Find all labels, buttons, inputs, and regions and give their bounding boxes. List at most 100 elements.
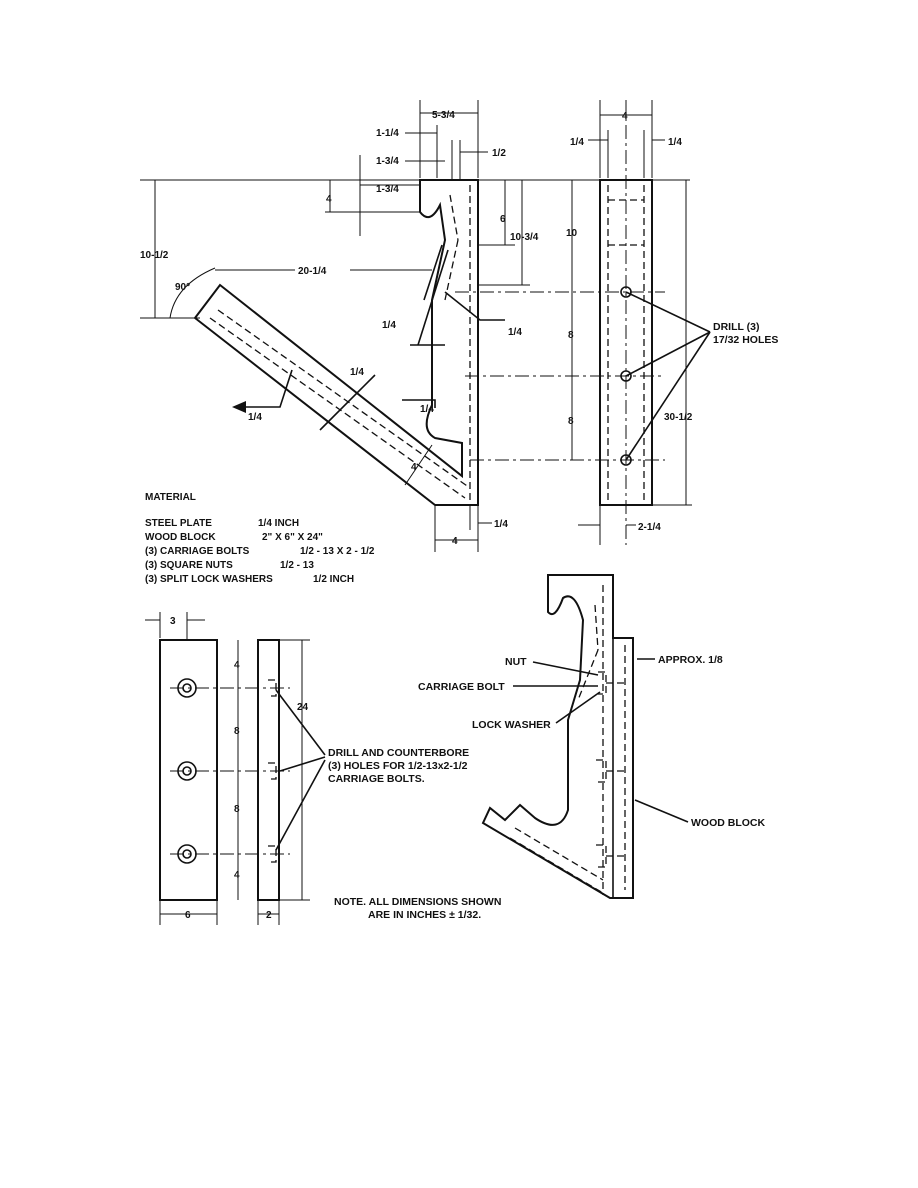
hidden-line	[509, 837, 604, 894]
wood-block-views: 3 4 8 8 4 24 6 2 DRILL AND COUNTERBORE (…	[145, 612, 469, 925]
drill-leader	[625, 291, 711, 333]
weld-arrowhead	[232, 401, 246, 413]
block-dim-top: 3	[170, 616, 176, 627]
dim-b: 1/2	[492, 148, 506, 159]
block-dim-width: 6	[185, 910, 191, 921]
material-list: MATERIAL STEEL PLATE 1/4 INCH WOOD BLOCK…	[145, 492, 375, 585]
material-spec: 1/2 - 13	[280, 560, 314, 571]
bracket-elevation-view: 5-3/4 1-1/4 1/2 1-3/4 1-3/4 4 6 10-3/4 1…	[140, 100, 690, 552]
weld-symbol	[444, 291, 505, 321]
callout-leader	[279, 756, 326, 772]
block-callout-line3: CARRIAGE BOLTS.	[328, 773, 425, 785]
wood-block-leader	[634, 799, 689, 823]
assembly-wood-block-label: WOOD BLOCK	[691, 817, 765, 829]
lock-washer-leader	[555, 691, 601, 724]
callout-leader	[275, 759, 326, 851]
side-dim-left-off: 1/4	[570, 137, 584, 148]
hidden-line	[217, 309, 471, 489]
hidden-line	[444, 239, 459, 301]
dim-overall-width: 5-3/4	[432, 110, 455, 121]
drill-callout-line1: DRILL (3)	[713, 321, 759, 333]
hidden-line	[594, 604, 599, 651]
material-item: (3) SPLIT LOCK WASHERS	[145, 574, 273, 585]
weld-arrow	[237, 369, 293, 408]
nut-leader	[532, 661, 599, 676]
hidden-bolt	[596, 759, 607, 783]
assembly-lock-washer-label: LOCK WASHER	[472, 719, 551, 731]
dim-bottom-thk: 1/4	[494, 519, 508, 530]
dim-c: 1-3/4	[376, 156, 399, 167]
dim-bottom-w: 4	[452, 536, 458, 547]
weld-line	[417, 249, 449, 346]
hidden-bolt	[598, 671, 607, 695]
dim-a: 1-1/4	[376, 128, 399, 139]
assembly-nut-label: NUT	[505, 656, 527, 668]
assembly-view: APPROX. 1/8 NUT CARRIAGE BOLT LOCK WASHE…	[418, 574, 765, 899]
dim-d: 1-3/4	[376, 184, 399, 195]
side-dim-d8b: 8	[568, 416, 574, 427]
drill-callout-line2: 17/32 HOLES	[713, 334, 778, 346]
side-dim-d10: 10	[566, 228, 578, 239]
hidden-line	[514, 827, 604, 881]
hidden-counterbore	[268, 845, 277, 863]
block-callout-line1: DRILL AND COUNTERBORE	[328, 747, 469, 759]
weld-symbol	[402, 399, 436, 408]
material-item: STEEL PLATE	[145, 518, 212, 529]
assembly-carriage-bolt-label: CARRIAGE BOLT	[418, 681, 505, 693]
hidden-line	[449, 194, 459, 241]
weld-leader	[319, 374, 376, 431]
drill-hole	[620, 454, 632, 466]
dim-arm: 20-1/4	[298, 266, 327, 277]
weld-mid: 1/4	[420, 404, 434, 415]
note-line1: NOTE. ALL DIMENSIONS SHOWN	[334, 896, 501, 908]
drill-leader	[625, 331, 711, 377]
block-callout-line2: (3) HOLES FOR 1/2-13x2-1/2	[328, 760, 468, 772]
material-spec: 1/4 INCH	[258, 518, 299, 529]
hidden-line	[577, 649, 599, 701]
dim-arm-width: 4	[411, 462, 417, 473]
weld-side: 1/4	[382, 320, 396, 331]
hidden-counterbore	[268, 762, 277, 780]
dim-line	[404, 444, 433, 486]
material-spec: 1/2 - 13 X 2 - 1/2	[300, 546, 375, 557]
assembly-bracket-outline	[481, 574, 634, 899]
drill-hole	[620, 370, 632, 382]
block-dim-s8a: 8	[234, 726, 240, 737]
weld-inner: 1/4	[248, 412, 262, 423]
dim-h: 10-1/2	[140, 250, 169, 261]
weld-top: 1/4	[508, 327, 522, 338]
hidden-bolt	[596, 844, 607, 868]
side-dim-total: 30-1/2	[664, 412, 693, 423]
material-spec: 2" X 6" X 24"	[262, 532, 323, 543]
angle-arc	[169, 267, 216, 319]
block-dim-s4a: 4	[234, 660, 240, 671]
drill-leader	[625, 331, 711, 461]
block-front-outline	[159, 639, 218, 901]
dim-angle: 90°	[175, 282, 190, 293]
assembly-approx-label: APPROX. 1/8	[658, 654, 723, 666]
side-dim-top-w: 4	[622, 111, 628, 122]
material-item: (3) CARRIAGE BOLTS	[145, 546, 250, 557]
dim-g: 10-3/4	[510, 232, 539, 243]
bracket-plate-outline	[193, 179, 479, 506]
dim-e: 4	[326, 194, 332, 205]
material-item: (3) SQUARE NUTS	[145, 560, 233, 571]
block-dim-s4b: 4	[234, 870, 240, 881]
block-dim-s8b: 8	[234, 804, 240, 815]
side-dim-right-off: 1/4	[668, 137, 682, 148]
callout-leader	[275, 689, 326, 756]
side-dim-bottom-off: 2-1/4	[638, 522, 661, 533]
side-dim-d8a: 8	[568, 330, 574, 341]
weld-line	[423, 244, 443, 301]
material-spec: 1/2 INCH	[313, 574, 354, 585]
dim-f: 6	[500, 214, 506, 225]
block-side-outline	[257, 639, 280, 901]
drill-hole	[620, 286, 632, 298]
material-item: WOOD BLOCK	[145, 532, 216, 543]
side-view: 4 1/4 1/4 10 8 8 30-1/2 2-1/4 DRILL (3) …	[566, 100, 778, 545]
note-line2: ARE IN INCHES ± 1/32.	[368, 909, 481, 921]
note-block: NOTE. ALL DIMENSIONS SHOWN ARE IN INCHES…	[334, 896, 501, 921]
hidden-line	[209, 317, 466, 499]
material-heading: MATERIAL	[145, 492, 196, 503]
